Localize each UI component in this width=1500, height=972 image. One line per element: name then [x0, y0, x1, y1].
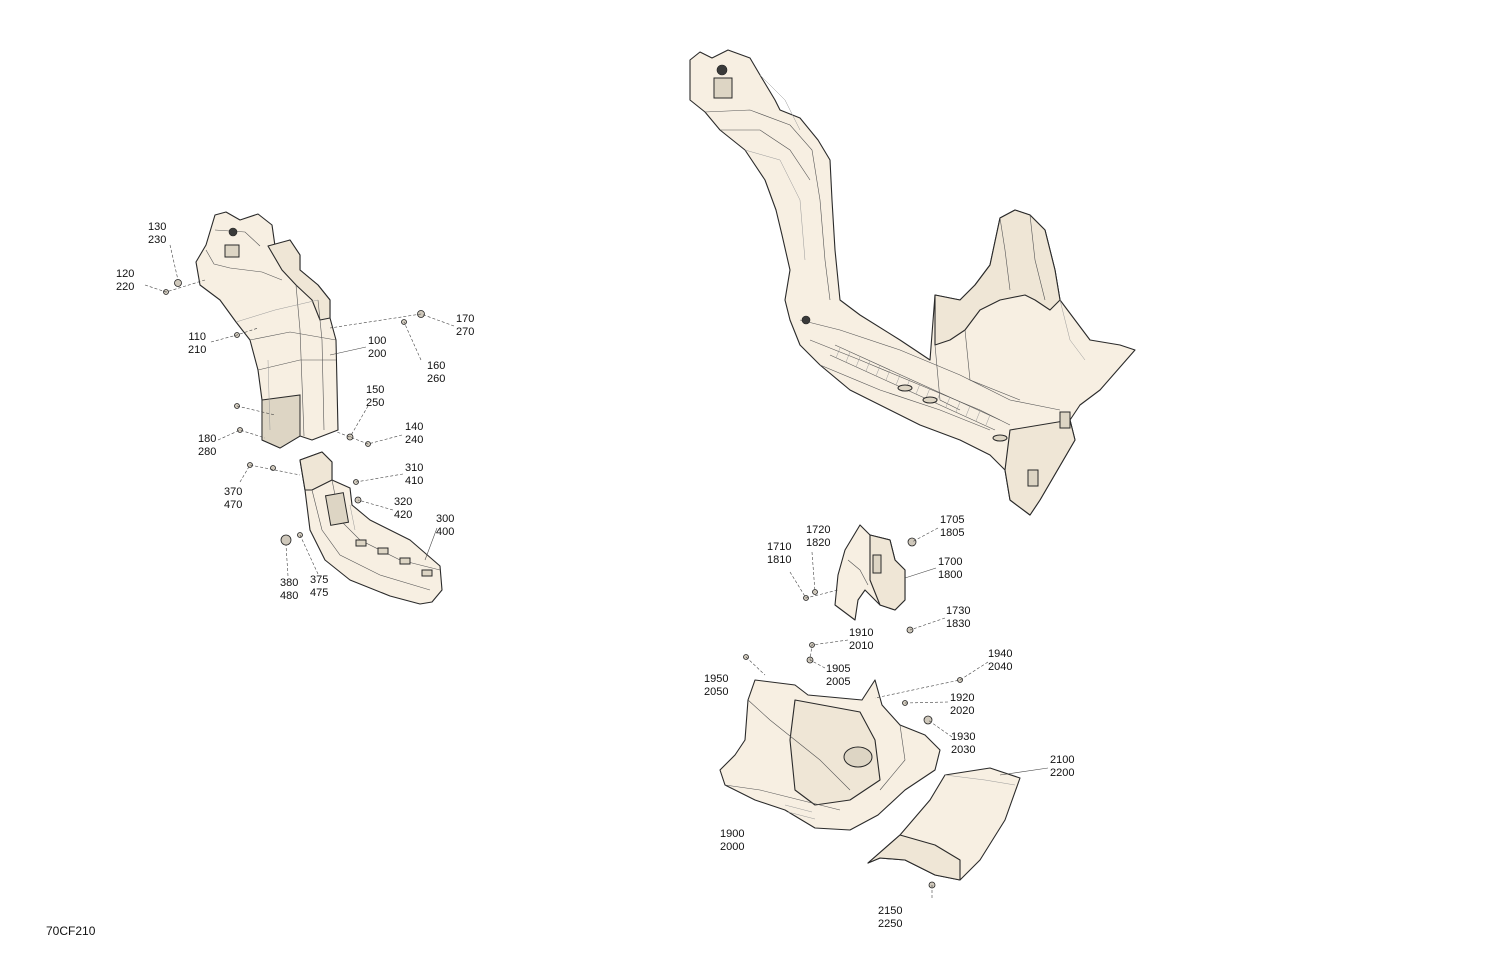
- main-body-assembly: [689, 49, 1136, 516]
- left-leaders: [144, 244, 455, 577]
- skid-plate-2100: [867, 767, 1021, 881]
- bracket-1700: [834, 524, 906, 621]
- housing-1900: [719, 679, 941, 831]
- rocker-panel-upper-100: [195, 211, 339, 449]
- figure-id: 70CF210: [46, 924, 96, 938]
- right-leaders: [745, 527, 1049, 900]
- rocker-panel-lower-300: [299, 451, 443, 605]
